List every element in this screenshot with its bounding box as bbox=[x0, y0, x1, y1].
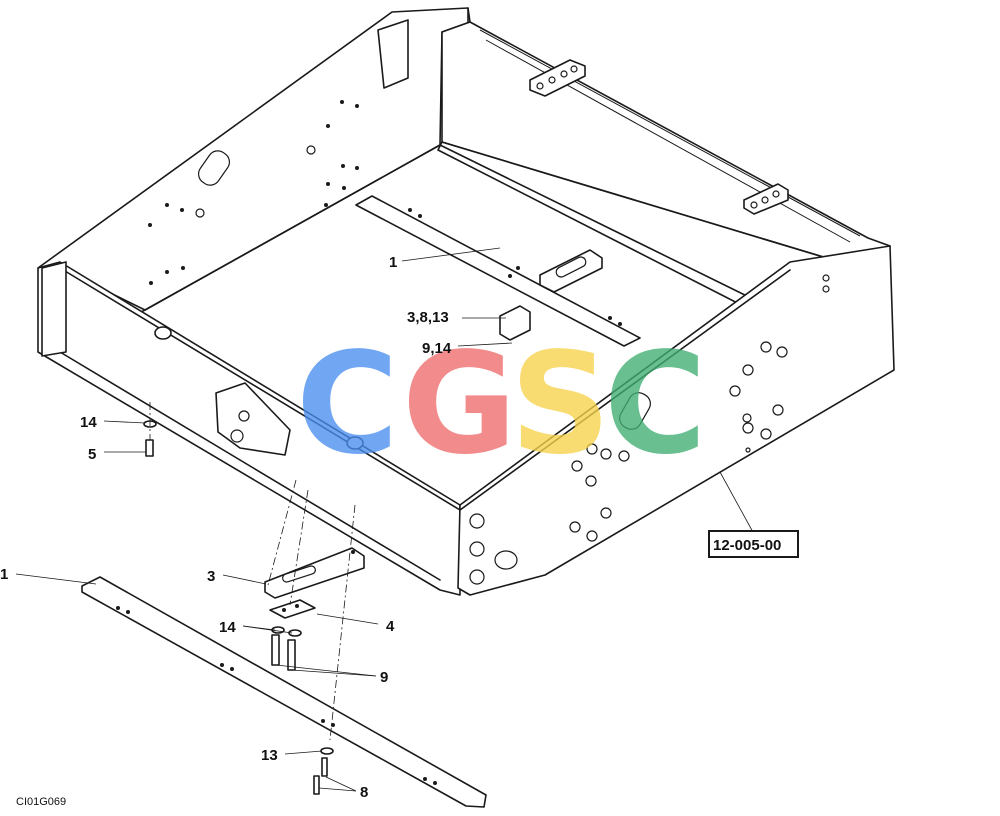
reference-box-label: 12-005-00 bbox=[713, 537, 781, 554]
spacer-plate-part-4 bbox=[269, 599, 316, 619]
bracket-tab bbox=[377, 19, 409, 89]
callout-13: 13 bbox=[261, 747, 278, 764]
frame-left-side-wall bbox=[37, 7, 471, 353]
wear-strip bbox=[81, 576, 487, 808]
callout-3: 3 bbox=[207, 568, 215, 585]
slotted-bracket-part-3 bbox=[264, 547, 365, 599]
watermark-letter-c2: C bbox=[604, 323, 707, 486]
callout-8: 8 bbox=[360, 784, 368, 801]
callout-5: 5 bbox=[88, 446, 96, 463]
bolt-head-left bbox=[154, 326, 172, 340]
callout-14-left: 14 bbox=[80, 414, 97, 431]
callout-4: 4 bbox=[386, 618, 395, 635]
callout-3-8-13: 3,8,13 bbox=[407, 309, 449, 326]
callout-labels: 1 3,8,13 9,14 14 5 1 3 4 14 9 13 8 bbox=[0, 254, 452, 801]
stiffener-bar bbox=[355, 195, 641, 347]
callout-9: 9 bbox=[380, 669, 388, 686]
frame-floor bbox=[144, 144, 756, 347]
watermark-letter-g: G bbox=[402, 323, 517, 486]
watermark-letter-c1: C bbox=[296, 323, 399, 486]
leader-lines bbox=[15, 247, 755, 792]
callout-14-bottom: 14 bbox=[219, 619, 236, 636]
reference-box: 12-005-00 bbox=[708, 530, 799, 558]
callout-9-14: 9,14 bbox=[422, 340, 452, 357]
hydraulic-block-lower bbox=[743, 183, 789, 215]
washers-and-bolts bbox=[143, 420, 334, 795]
watermark-cgsc: C G S C bbox=[296, 323, 707, 486]
callout-1-bottom: 1 bbox=[0, 566, 8, 583]
hydraulic-block-upper bbox=[529, 59, 586, 97]
drawing-code: CI01G069 bbox=[16, 796, 66, 808]
assembly-centerlines bbox=[149, 402, 356, 741]
bolt-head-right bbox=[346, 436, 364, 450]
watermark-letter-s: S bbox=[510, 323, 611, 486]
frame-right-side-plate bbox=[457, 245, 895, 596]
callout-1-top: 1 bbox=[389, 254, 397, 271]
